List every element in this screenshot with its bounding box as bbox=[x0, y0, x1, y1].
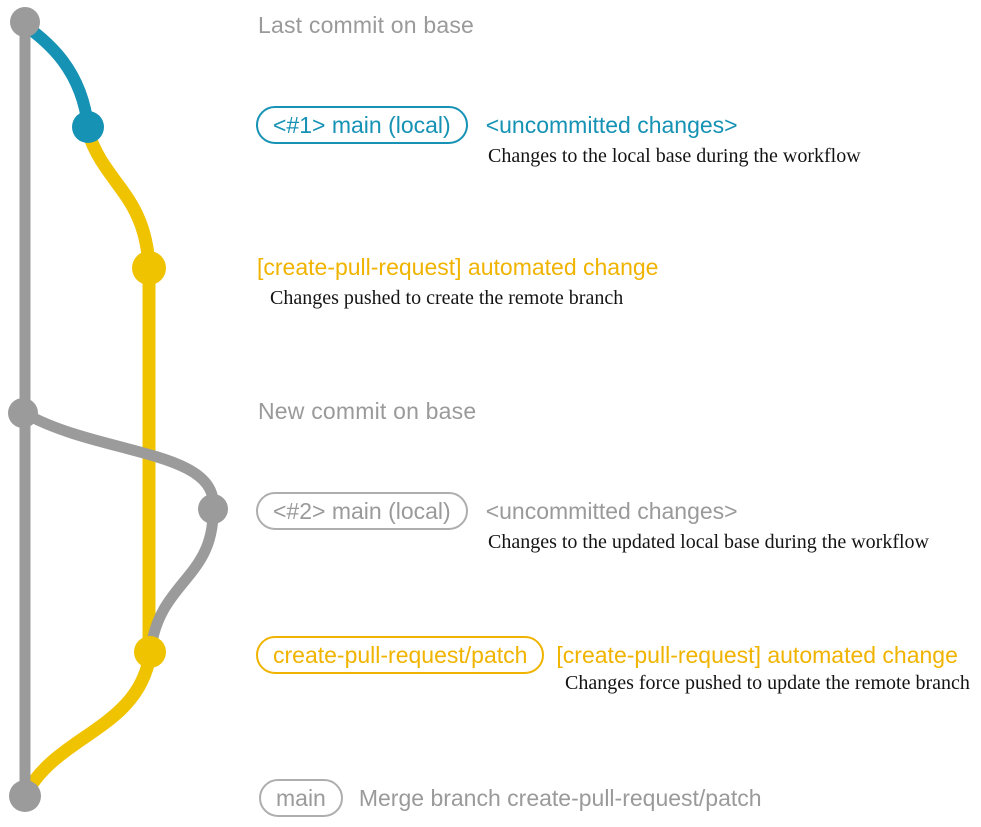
last-commit-label: Last commit on base bbox=[258, 12, 475, 38]
branch-badge-main: main bbox=[259, 779, 343, 817]
commit-node-automated-change-2 bbox=[134, 636, 166, 668]
commit-node-local-main-1 bbox=[72, 111, 104, 143]
local-main-1-row: <#1> main (local) <uncommitted changes> bbox=[256, 106, 738, 144]
automated-change-2-title: [create-pull-request] automated change bbox=[556, 641, 958, 668]
merge-row: main Merge branch create-pull-request/pa… bbox=[259, 779, 762, 817]
local-main-2-row: <#2> main (local) <uncommitted changes> bbox=[256, 492, 738, 530]
uncommitted-changes-label-1: <uncommitted changes> bbox=[485, 111, 738, 138]
automated-change-2-row: create-pull-request/patch [create-pull-r… bbox=[256, 636, 958, 674]
commit-graph bbox=[8, 7, 228, 812]
automated-change-1-title: [create-pull-request] automated change bbox=[257, 254, 659, 280]
yellow-merge-curve bbox=[18, 648, 157, 803]
gray-branch-curve-in bbox=[145, 506, 219, 654]
branch-badge-local-main-2: <#2> main (local) bbox=[256, 492, 468, 530]
yellow-branch-curve-top bbox=[81, 125, 156, 275]
branch-badge-local-main-1: <#1> main (local) bbox=[256, 106, 468, 144]
commit-node-base-last bbox=[10, 7, 40, 37]
new-commit-label: New commit on base bbox=[258, 398, 477, 424]
uncommitted-changes-label-2: <uncommitted changes> bbox=[485, 497, 738, 524]
gray-branch-curve-out bbox=[20, 408, 219, 513]
teal-branch-curve bbox=[20, 20, 94, 133]
merge-commit-message: Merge branch create-pull-request/patch bbox=[358, 784, 762, 811]
local-main-2-description: Changes to the updated local base during… bbox=[488, 531, 929, 553]
commit-node-local-main-2 bbox=[198, 494, 228, 524]
commit-node-base-new bbox=[8, 398, 38, 428]
automated-change-2-description: Changes force pushed to update the remot… bbox=[565, 672, 970, 694]
local-main-1-description: Changes to the local base during the wor… bbox=[488, 145, 861, 167]
commit-node-automated-change-1 bbox=[132, 251, 166, 285]
branch-badge-create-pull-request-patch: create-pull-request/patch bbox=[256, 636, 545, 674]
commit-node-merge bbox=[9, 780, 41, 812]
automated-change-1-description: Changes pushed to create the remote bran… bbox=[270, 287, 624, 309]
